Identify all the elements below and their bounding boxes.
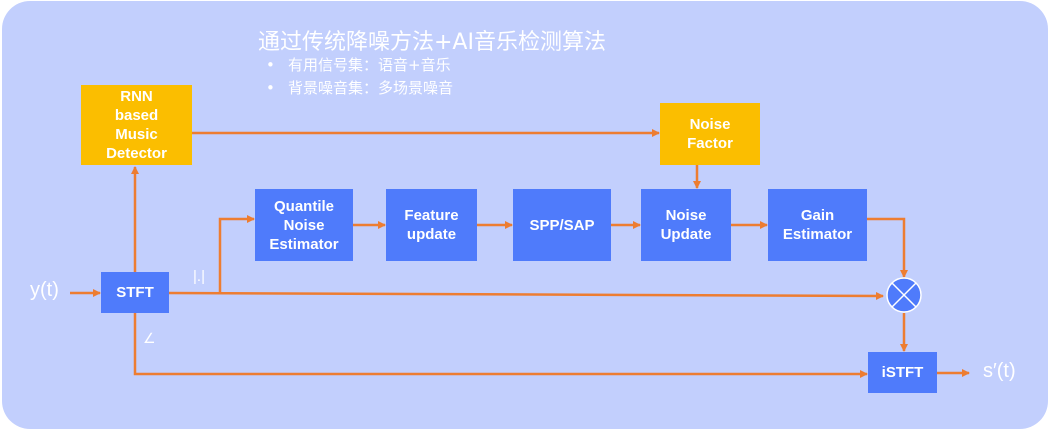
gain-estimator-block: Gain Estimator xyxy=(768,189,867,261)
istft-block: iSTFT xyxy=(868,352,937,393)
bullet-dot: • xyxy=(266,56,275,74)
arrow-stft-to-multiplier xyxy=(167,291,884,300)
noise-factor-block: Noise Factor xyxy=(660,103,760,165)
bullet-item: • 背景噪音集：多场景噪音 xyxy=(266,77,453,98)
spp-sap-block: SPP/SAP xyxy=(513,189,611,261)
arrow-phase-to-istft xyxy=(133,313,868,378)
phase-label: ∠ xyxy=(143,330,156,346)
input-signal-label: y(t) xyxy=(30,279,59,301)
magnitude-label: |.| xyxy=(193,268,205,285)
output-signal-label: s′(t) xyxy=(983,360,1016,382)
quantile-noise-estimator-block: Quantile Noise Estimator xyxy=(255,189,353,261)
rnn-music-detector-block: RNN based Music Detector xyxy=(81,85,192,165)
bullet-item: • 有用信号集：语音+音乐 xyxy=(266,54,451,75)
noise-update-block: Noise Update xyxy=(641,189,731,261)
bullet-text: 有用信号集：语音+音乐 xyxy=(288,56,451,74)
feature-update-block: Feature update xyxy=(386,189,477,261)
multiplier-icon xyxy=(886,277,922,313)
bullet-dot: • xyxy=(266,79,275,97)
arrow-magnitude-to-quantile xyxy=(218,215,255,294)
diagram-title: 通过传统降噪方法+AI音乐检测算法 xyxy=(258,30,606,55)
arrow-gain-to-multiplier xyxy=(867,217,908,278)
stft-block: STFT xyxy=(101,272,169,313)
bullet-text: 背景噪音集：多场景噪音 xyxy=(288,79,454,97)
